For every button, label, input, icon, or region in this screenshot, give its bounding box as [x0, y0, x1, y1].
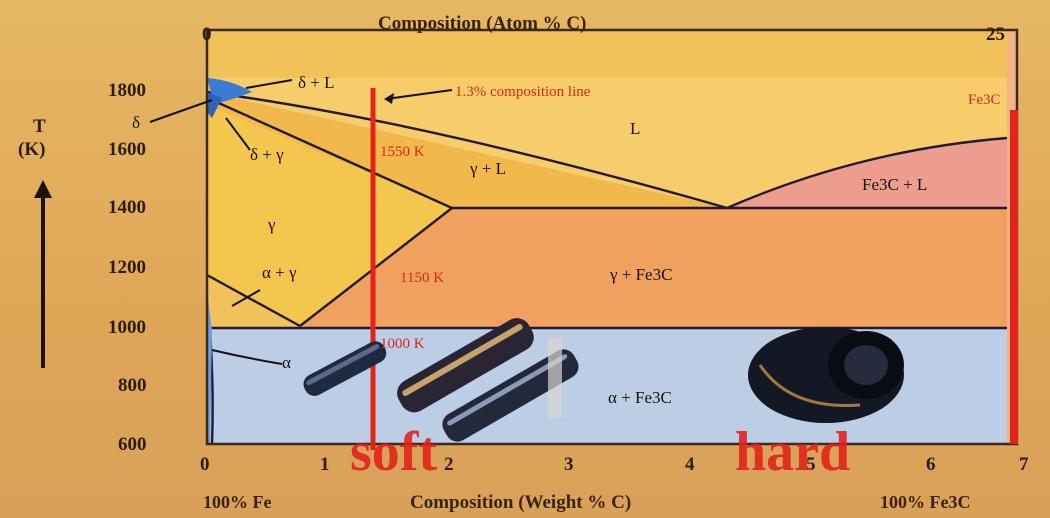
bottom-right-caption: 100% Fe3C [880, 492, 970, 512]
phase-label-gamma-l: γ + L [469, 159, 506, 178]
phase-label-alpha-gamma: α + γ [262, 263, 297, 282]
y-tick-1200: 1200 [108, 257, 146, 278]
y-tick-1800: 1800 [108, 80, 146, 101]
x-tick-5: 5 [806, 454, 816, 475]
x-tick-7: 7 [1019, 454, 1029, 475]
fe3c-liquidus-line [726, 136, 1008, 210]
y-tick-800: 800 [118, 375, 147, 396]
gamma-liquid-region [207, 92, 727, 208]
phase-label-fe3c-l: Fe3C + L [862, 175, 927, 194]
bottom-axis-label: Composition (Weight % C) [410, 492, 631, 513]
up-arrow-icon [34, 180, 52, 198]
y-tick-1000: 1000 [108, 317, 146, 338]
phase-label-gamma: γ [267, 215, 276, 234]
bottom-left-caption: 100% Fe [203, 492, 271, 512]
bottom-axis-ticks: 0 1 2 3 4 5 6 7 [200, 454, 1029, 475]
delta-region [207, 92, 222, 118]
soft-overlay-text: soft [350, 421, 437, 483]
top-axis-tick-0: 0 [202, 24, 212, 45]
solidus-line [211, 98, 453, 210]
phase-label-delta-gamma: δ + γ [250, 145, 284, 164]
x-tick-2: 2 [444, 454, 454, 475]
phase-label-alpha-fe3c: α + Fe3C [608, 388, 672, 407]
y-axis-unit: (K) [18, 139, 45, 160]
label-pointers [149, 79, 453, 365]
soft-steel-rods-image [303, 318, 579, 442]
x-tick-4: 4 [685, 454, 695, 475]
acm-line [299, 207, 453, 327]
temp-1000k-label: 1000 K [380, 336, 425, 352]
top-axis-tick-25: 25 [986, 24, 1005, 45]
phase-label-gamma-fe3c: γ + Fe3C [609, 265, 672, 284]
hard-overlay-text: hard [735, 421, 850, 483]
phase-label-liquid: L [630, 119, 640, 138]
phase-label-delta-l: δ + L [298, 73, 334, 92]
phase-boundaries [206, 90, 1008, 445]
hard-cast-iron-part-image [748, 327, 904, 423]
y-tick-1400: 1400 [108, 197, 146, 218]
x-tick-1: 1 [320, 454, 330, 475]
x-tick-6: 6 [926, 454, 936, 475]
x-tick-3: 3 [564, 454, 574, 475]
gamma-fe3c-region [300, 208, 1007, 328]
liquidus-line [206, 90, 728, 210]
y-tick-600: 600 [118, 434, 147, 455]
austenite-region [207, 105, 452, 326]
y-tick-1600: 1600 [108, 139, 146, 160]
phase-label-delta: δ [132, 113, 140, 132]
y-axis-ticks: 1800 1600 1400 1200 1000 800 600 [108, 80, 147, 455]
temp-1550k-label: 1550 K [380, 144, 425, 160]
composition-line-annotation: 1.3% composition line [455, 84, 591, 100]
fe3c-liquid-region [727, 138, 1007, 208]
temp-1150k-label: 1150 K [400, 270, 444, 286]
arrow-icon [384, 93, 394, 104]
phase-label-alpha: α [282, 353, 291, 372]
top-axis-label: Composition (Atom % C) [378, 13, 586, 34]
x-tick-0: 0 [200, 454, 210, 475]
fe3c-line-label: Fe3C [968, 92, 1001, 108]
a3-line [206, 273, 301, 328]
y-axis-label: T [33, 116, 46, 137]
